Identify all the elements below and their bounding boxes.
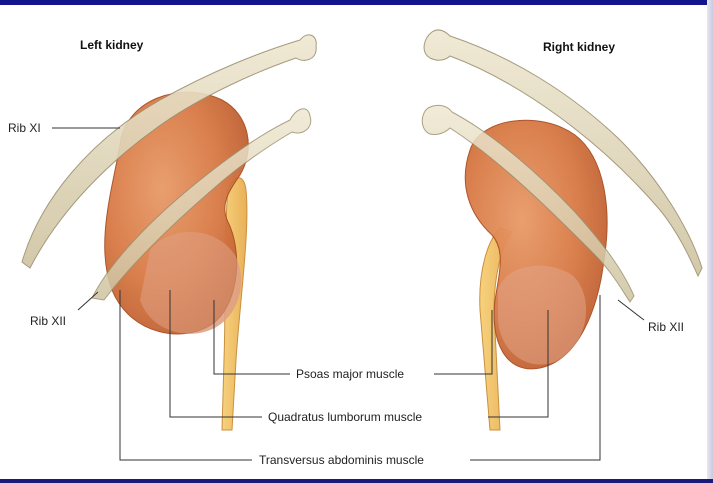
label-rib-xi: Rib XI — [8, 121, 41, 135]
label-transversus: Transversus abdominis muscle — [259, 453, 424, 467]
right-border — [707, 0, 713, 483]
left-rib-xi — [21, 34, 317, 269]
left-kidney-title: Left kidney — [80, 38, 144, 52]
right-rib-xi — [423, 29, 703, 278]
top-border — [0, 0, 713, 5]
left-kidney-group — [21, 34, 317, 431]
label-quadratus: Quadratus lumborum muscle — [268, 410, 423, 424]
label-psoas: Psoas major muscle — [296, 367, 405, 381]
leader-lines — [52, 127, 645, 461]
label-rib-xii-left: Rib XII — [30, 314, 67, 328]
right-rib-xii — [421, 104, 635, 303]
right-kidney-group — [421, 29, 703, 431]
label-rib-xii-right: Rib XII — [648, 320, 685, 334]
left-rib-xii — [91, 108, 312, 301]
right-kidney-title: Right kidney — [543, 40, 616, 54]
right-quadratus-muscle — [498, 265, 587, 365]
bottom-border — [0, 479, 713, 483]
